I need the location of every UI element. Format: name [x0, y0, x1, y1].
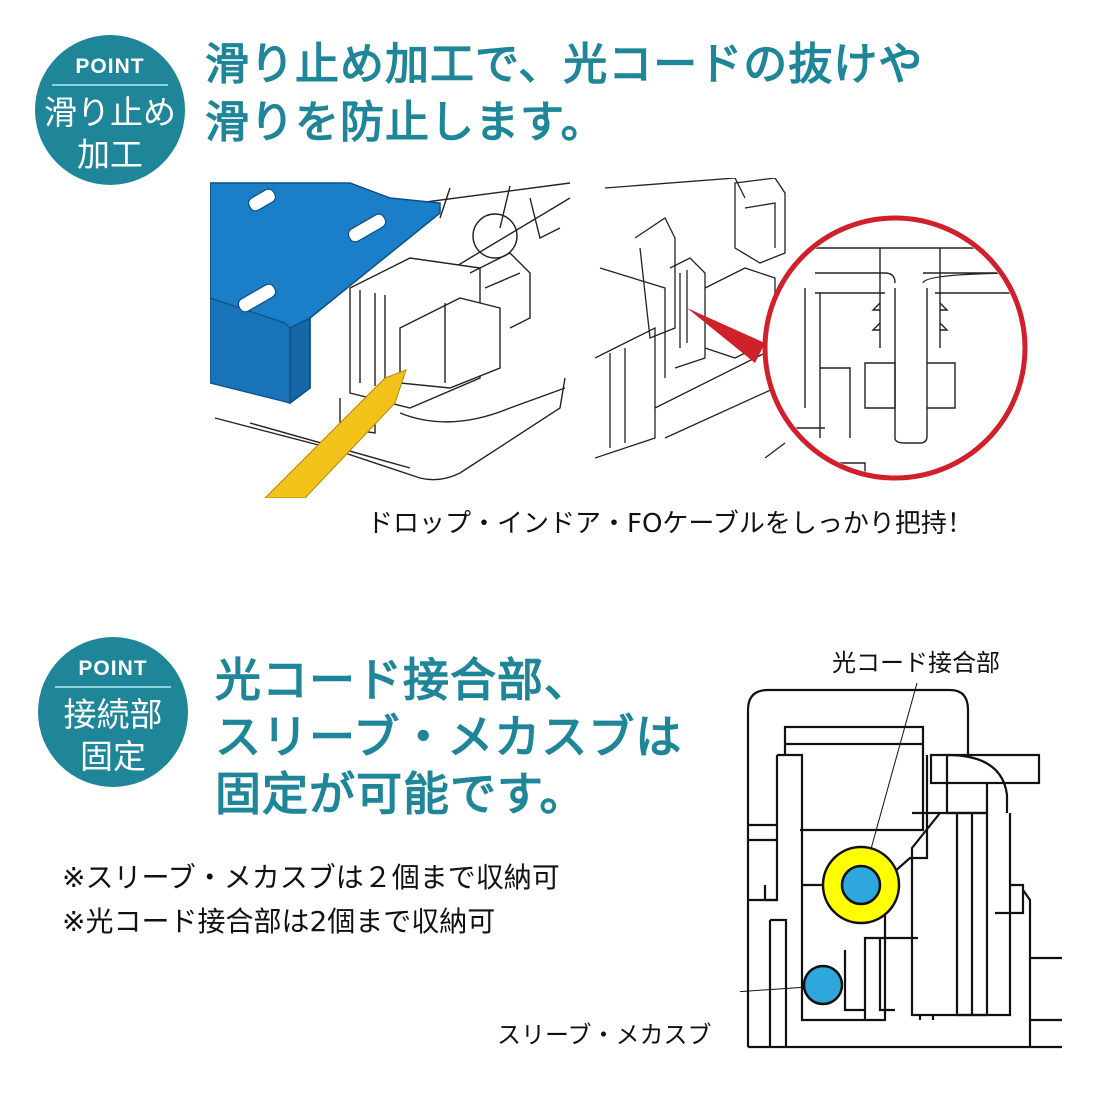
note-joint-capacity: ※光コード接合部は2個まで収納可	[62, 905, 496, 938]
section2-headline: 光コード接合部、 スリーブ・メカスブは 固定が可能です。	[215, 652, 682, 823]
headline-line3: 固定が可能です。	[215, 767, 587, 821]
diagram-label-joint: 光コード接合部	[832, 649, 1000, 677]
badge-divider	[52, 84, 168, 86]
badge-title-line2: 固定	[80, 737, 146, 776]
holder-schematic-diagram	[740, 682, 1062, 1049]
badge-divider	[55, 686, 171, 688]
grip-magnified-illustration	[595, 178, 1028, 481]
badge-point-label: POINT	[75, 55, 145, 78]
sleeve-dot-icon	[802, 964, 844, 1006]
badge-point-label: POINT	[78, 657, 148, 680]
headline-line1: 滑り止め加工で、光コードの抜けや	[205, 39, 924, 90]
note-sleeve-capacity: ※スリーブ・メカスブは２個まで収納可	[62, 861, 560, 894]
diagram-label-sleeve: スリーブ・メカスブ	[497, 1021, 712, 1049]
headline-line1: 光コード接合部、	[215, 653, 591, 707]
badge-title-line1: 滑り止め	[44, 93, 176, 132]
badge-title-line2: 加工	[77, 135, 143, 174]
grip-caption: ドロップ・インドア・FOケーブルをしっかり把持！	[367, 509, 973, 539]
point-badge-slip-prevention: POINT 滑り止め 加工	[35, 35, 185, 185]
section1-headline: 滑り止め加工で、光コードの抜けや 滑りを防止します。	[205, 36, 923, 152]
headline-line2: 滑りを防止します。	[205, 97, 606, 148]
point-badge-connection-fix: POINT 接続部 固定	[38, 637, 188, 787]
headline-line2: スリーブ・メカスブは	[215, 710, 683, 764]
badge-title-line1: 接続部	[63, 695, 163, 734]
tray-cable-illustration	[210, 182, 571, 498]
